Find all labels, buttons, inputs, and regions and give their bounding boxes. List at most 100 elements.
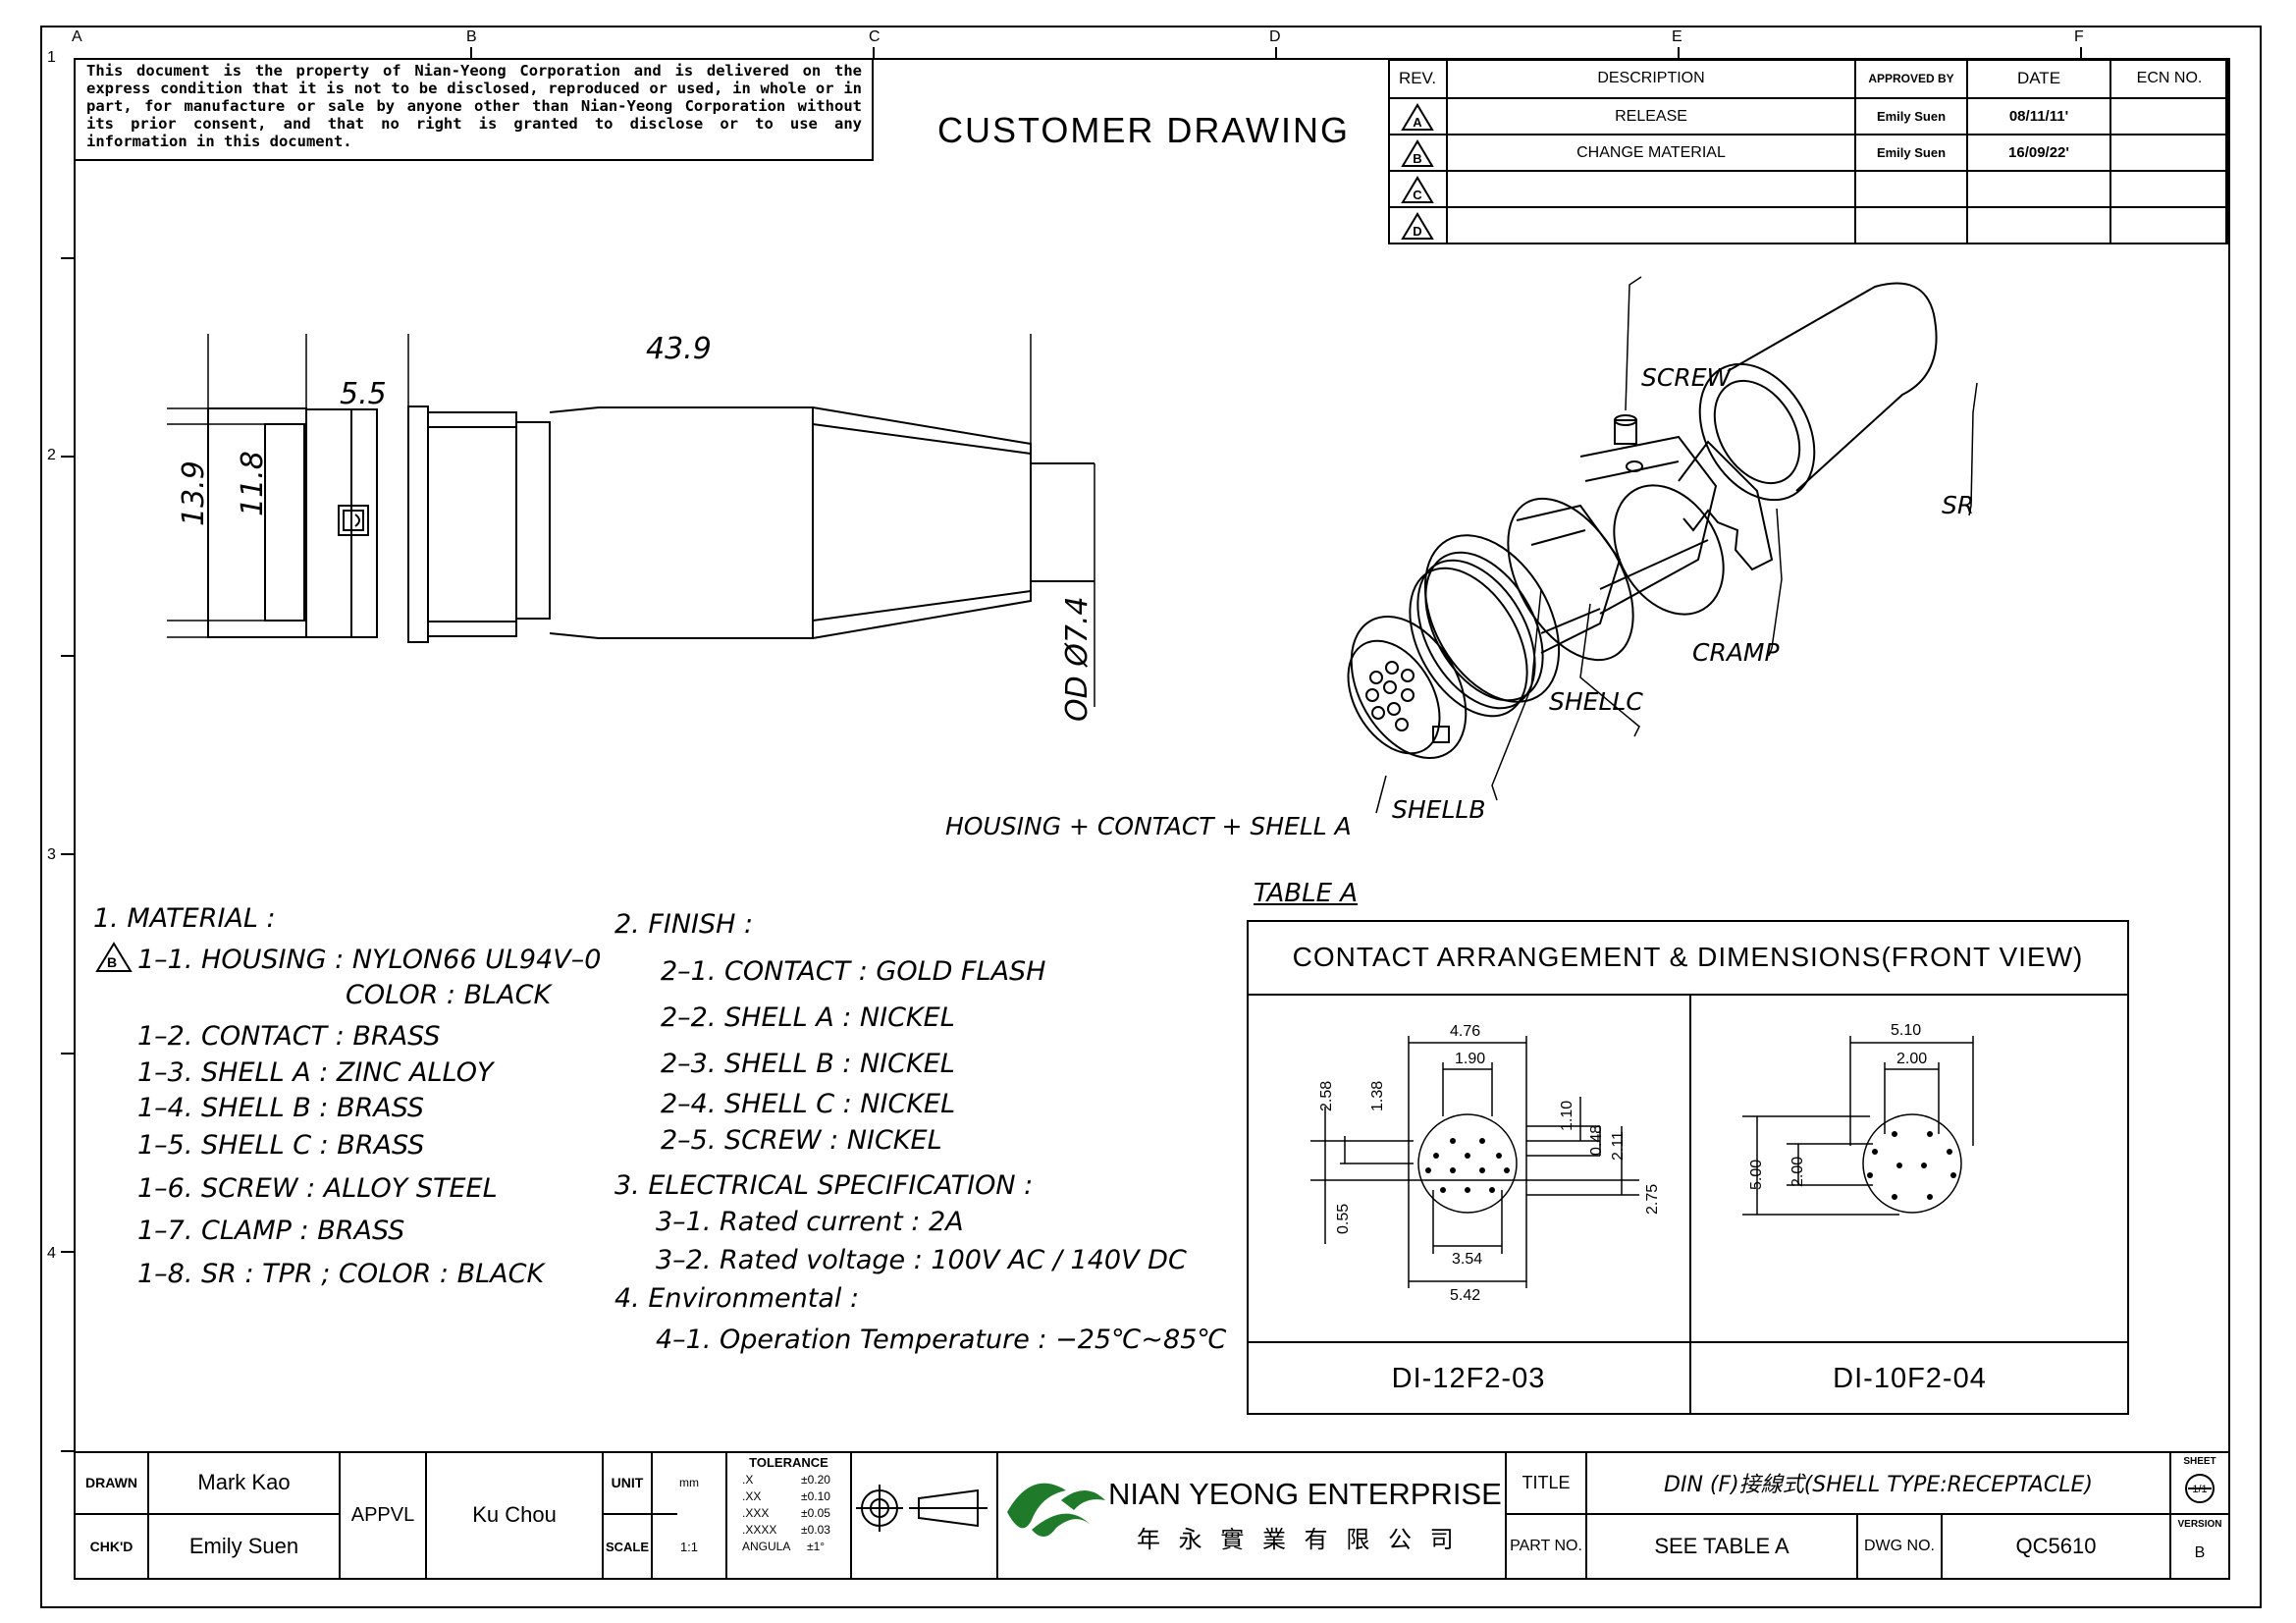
- tolerance-key-xx: .XX: [742, 1489, 762, 1503]
- environmental-heading: 4. Environmental :: [614, 1283, 860, 1314]
- label-sr: SR: [1942, 491, 1975, 519]
- environmental-item-temperature: 4–1. Operation Temperature : −25℃~85℃: [656, 1325, 1227, 1355]
- dim-10pin-500: 5.00: [1748, 1159, 1765, 1190]
- appvl-label: APPVL: [350, 1503, 415, 1526]
- rev-header-description: DESCRIPTION: [1597, 70, 1705, 86]
- revision-table-grid: [1388, 59, 2228, 244]
- version-value: B: [2194, 1544, 2206, 1561]
- material-item-clamp: 1–7. CLAMP : BRASS: [137, 1216, 405, 1246]
- dim-12pin-211: 2.11: [1610, 1131, 1627, 1161]
- dim-10pin-200-top: 2.00: [1896, 1051, 1928, 1067]
- rev-row-a-date: 08/11/11': [2008, 108, 2069, 125]
- dwg-no-label: DWG NO.: [1864, 1538, 1935, 1554]
- tolerance-val-xxxx: ±0.03: [801, 1523, 830, 1537]
- unit-value: mm: [679, 1476, 699, 1489]
- rev-header-date: DATE: [2016, 69, 2061, 87]
- table-a-label: TABLE A: [1254, 879, 1359, 908]
- chkd-label: CHK'D: [89, 1539, 133, 1554]
- dim-12pin-055: 0.55: [1335, 1203, 1352, 1234]
- electrical-item-current: 3–1. Rated current : 2A: [656, 1207, 964, 1237]
- table-a-grid: [1247, 920, 2129, 1415]
- electrical-heading: 3. ELECTRICAL SPECIFICATION :: [614, 1170, 1034, 1201]
- finish-item-shell-c: 2–4. SHELL C : NICKEL: [661, 1089, 956, 1119]
- appvl-value: Ku Chou: [472, 1502, 557, 1527]
- finish-heading: 2. FINISH :: [614, 909, 754, 940]
- scale-label: SCALE: [605, 1539, 650, 1554]
- tolerance-val-angle: ±1°: [807, 1540, 826, 1553]
- rev-row-a-description: RELEASE: [1615, 107, 1687, 125]
- tolerance-key-xxx: .XXX: [742, 1506, 770, 1520]
- zone-label-a: A: [72, 28, 82, 45]
- material-item-sr: 1–8. SR : TPR ; COLOR : BLACK: [137, 1259, 545, 1289]
- part-no-label: PART NO.: [1510, 1538, 1582, 1554]
- drawing-type-title: CUSTOMER DRAWING: [937, 110, 1351, 150]
- finish-item-shell-b: 2–3. SHELL B : NICKEL: [661, 1049, 955, 1079]
- tolerance-val-x: ±0.20: [801, 1473, 830, 1487]
- disclaimer-text: This document is the property of Nian-Ye…: [86, 62, 862, 150]
- zone-label-4: 4: [47, 1245, 56, 1262]
- dim-12pin-542: 5.42: [1450, 1287, 1481, 1304]
- title-block: DRAWN Mark Kao CHK'D Emily Suen APPVL Ku…: [75, 1451, 2229, 1579]
- dim-12pin-190: 1.90: [1455, 1051, 1486, 1067]
- electrical-item-voltage: 3–2. Rated voltage : 100V AC / 140V DC: [656, 1245, 1187, 1275]
- rev-header-rev: REV.: [1398, 69, 1437, 87]
- drawn-label: DRAWN: [85, 1475, 137, 1490]
- title-value: DIN (F)接線式(SHELL TYPE:RECEPTACLE): [1664, 1473, 2093, 1497]
- version-label: VERSION: [2177, 1518, 2222, 1530]
- rev-row-a-letter: A: [1413, 114, 1422, 130]
- rev-row-c-letter: C: [1413, 187, 1422, 202]
- dim-12pin-275: 2.75: [1644, 1183, 1661, 1215]
- zone-label-c: C: [869, 28, 881, 45]
- company-name: NIAN YEONG ENTERPRISE: [1108, 1477, 1502, 1511]
- table-a-left-part: DI-12F2-03: [1391, 1362, 1546, 1394]
- label-cramp: CRAMP: [1692, 638, 1780, 667]
- zone-label-e: E: [1672, 28, 1682, 45]
- dim-12pin-258: 2.58: [1318, 1080, 1335, 1111]
- zone-label-1: 1: [47, 49, 56, 66]
- material-item-shell-a: 1–3. SHELL A : ZINC ALLOY: [137, 1057, 494, 1088]
- dim-12pin-138: 1.38: [1369, 1080, 1386, 1111]
- dim-cable-od: OD Ø7.4: [1060, 596, 1095, 722]
- contact-diagram-12pin: [1310, 1036, 1639, 1288]
- tolerance-key-angle: ANGULA: [742, 1540, 791, 1553]
- tolerance-key-x: .X: [742, 1473, 754, 1487]
- rev-row-b-letter: B: [1413, 150, 1422, 166]
- chkd-value: Emily Suen: [188, 1534, 299, 1558]
- dwg-no-value: QC5610: [2015, 1534, 2097, 1558]
- dim-inner-diameter: 11.8: [236, 451, 270, 516]
- side-view-drawing: [167, 334, 1095, 707]
- rev-row-a-approved: Emily Suen: [1876, 109, 1947, 124]
- rev-row-d-letter: D: [1413, 223, 1422, 239]
- scale-value: 1:1: [679, 1539, 699, 1554]
- company-name-cn: 年 永 實 業 有 限 公 司: [1137, 1527, 1460, 1553]
- material-item-housing-color: COLOR : BLACK: [346, 980, 552, 1010]
- zone-label-3: 3: [47, 846, 56, 863]
- dim-outer-diameter: 13.9: [177, 460, 211, 526]
- disclaimer-box: This document is the property of Nian-Ye…: [75, 59, 874, 161]
- drawn-value: Mark Kao: [197, 1470, 291, 1494]
- finish-item-shell-a: 2–2. SHELL A : NICKEL: [661, 1002, 955, 1033]
- material-item-contact: 1–2. CONTACT : BRASS: [137, 1021, 441, 1052]
- finish-item-contact: 2–1. CONTACT : GOLD FLASH: [661, 956, 1046, 987]
- zone-label-f: F: [2074, 28, 2084, 45]
- title-label: TITLE: [1522, 1472, 1571, 1492]
- material-rev-marker: B: [107, 954, 118, 970]
- dim-front-length: 5.5: [340, 377, 387, 411]
- rev-row-b-approved: Emily Suen: [1876, 145, 1947, 160]
- exploded-view-drawing: [1347, 276, 1978, 814]
- dim-12pin-354: 3.54: [1452, 1251, 1483, 1268]
- sheet-value: 1/1: [2192, 1484, 2208, 1495]
- dim-10pin-200-side: 2.00: [1789, 1156, 1806, 1187]
- dim-overall-length: 43.9: [646, 332, 712, 366]
- rev-header-approved: APPROVED BY: [1868, 72, 1954, 85]
- company-logo-mark: [1007, 1483, 1105, 1538]
- rev-header-ecn: ECN NO.: [2136, 70, 2203, 86]
- table-a-title: CONTACT ARRANGEMENT & DIMENSIONS(FRONT V…: [1292, 942, 2084, 972]
- label-shell-c: SHELLC: [1549, 687, 1643, 716]
- unit-label: UNIT: [611, 1475, 644, 1490]
- title-block-grid: [75, 1451, 2229, 1579]
- dim-12pin-110: 1.10: [1559, 1100, 1575, 1131]
- label-screw: SCREW: [1641, 363, 1732, 392]
- table-a: CONTACT ARRANGEMENT & DIMENSIONS(FRONT V…: [1247, 920, 2129, 1415]
- zone-label-b: B: [466, 28, 477, 45]
